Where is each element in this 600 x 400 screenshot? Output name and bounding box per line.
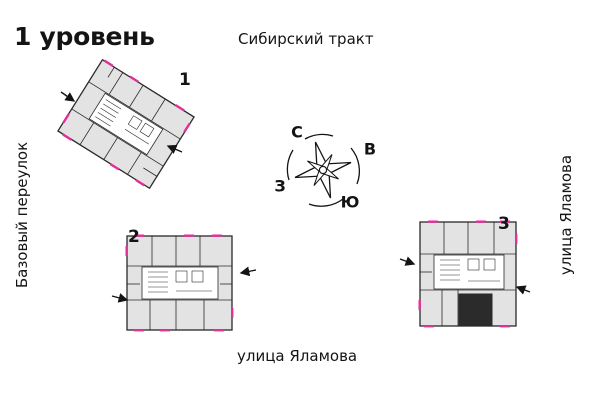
compass-rose-icon xyxy=(286,133,361,207)
building-2-number: 2 xyxy=(128,227,140,247)
compass-east-label: В xyxy=(363,139,377,159)
street-label-bottom: улица Яламова xyxy=(237,347,358,365)
building-1-entrance-arrows xyxy=(60,91,183,154)
building-3-plan[interactable] xyxy=(418,220,518,328)
street-label-right: улица Яламова xyxy=(557,154,575,276)
building-3-number: 3 xyxy=(498,214,510,234)
building-1-plan[interactable] xyxy=(56,58,195,190)
street-label-left: Базовый переулок xyxy=(13,141,31,289)
street-label-top: Сибирский тракт xyxy=(238,30,374,48)
building-1-number: 1 xyxy=(179,70,191,90)
compass-west-label: З xyxy=(274,176,286,196)
page-title: 1 уровень xyxy=(14,22,155,51)
building-2-entrance-arrows xyxy=(111,266,257,303)
highlighted-unit[interactable] xyxy=(458,293,493,326)
building-3-entrance-arrows xyxy=(399,256,531,295)
compass-south-label: Ю xyxy=(340,192,360,212)
compass-north-label: С xyxy=(291,122,303,142)
building-2-plan[interactable] xyxy=(125,234,234,332)
